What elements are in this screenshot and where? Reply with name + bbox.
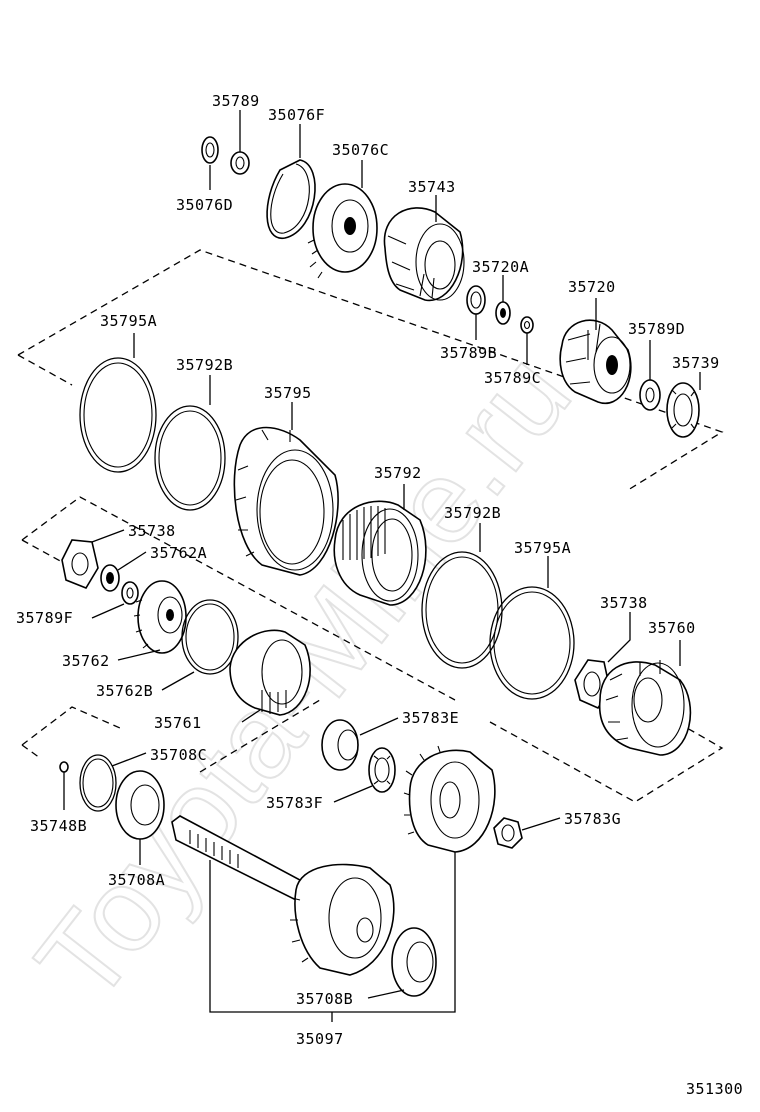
diagram-code: 351300: [686, 1080, 743, 1098]
bracket-35097: [209, 852, 456, 1022]
label-35761: 35761: [154, 714, 202, 732]
part-35076D-thrust-bearing: [201, 136, 219, 190]
part-35792-one-way-clutch: [333, 484, 427, 606]
part-35783E-bearing: [321, 717, 399, 771]
part-35760-clutch-drum: [598, 640, 692, 756]
label-35789: 35789: [212, 92, 260, 110]
part-35783F-bearing: [333, 747, 396, 803]
label-35795A-top: 35795A: [100, 312, 157, 330]
label-35720A: 35720A: [472, 258, 529, 276]
part-35708A-bearing: [115, 770, 165, 865]
label-35783F: 35783F: [266, 794, 323, 812]
label-35076C: 35076C: [332, 141, 389, 159]
part-35743-drum: [383, 195, 465, 302]
label-35795: 35795: [264, 384, 312, 402]
part-35789B-washer: [466, 285, 486, 340]
part-35097-counter-driven-gear: [403, 745, 496, 853]
label-35792B-top: 35792B: [176, 356, 233, 374]
part-35789F-washer: [91, 581, 139, 619]
part-35720-planetary-carrier: [559, 298, 632, 405]
label-35738-right: 35738: [600, 594, 648, 612]
label-35789D: 35789D: [628, 320, 685, 338]
part-35789D-washer: [639, 340, 661, 411]
part-35792B-ring-top: [154, 375, 226, 511]
label-35097: 35097: [296, 1030, 344, 1048]
part-35748B-clip: [59, 761, 69, 810]
part-35708C-snap-ring: [79, 752, 147, 812]
part-35762-sun-gear: [117, 580, 187, 661]
label-35789F: 35789F: [16, 609, 73, 627]
assembly-boundaries: [17, 249, 724, 803]
label-35739: 35739: [672, 354, 720, 372]
part-35762B-snap-ring: [161, 599, 239, 691]
part-35076F-snap-ring: [266, 124, 316, 239]
part-35789C-washer: [520, 316, 534, 365]
label-35783E: 35783E: [402, 709, 459, 727]
label-35795A-mid: 35795A: [514, 539, 571, 557]
part-35795-ring-gear: [233, 402, 339, 576]
label-35708B: 35708B: [296, 990, 353, 1008]
label-35720: 35720: [568, 278, 616, 296]
part-35739-thrust-bearing: [666, 372, 701, 438]
label-35762A: 35762A: [150, 544, 207, 562]
label-35792B-mid: 35792B: [444, 504, 501, 522]
part-35761-drum: [229, 629, 311, 723]
label-35762B: 35762B: [96, 682, 153, 700]
label-35076D: 35076D: [176, 196, 233, 214]
part-35097-shaft: [171, 815, 395, 976]
label-35708C: 35708C: [150, 746, 207, 764]
label-35762: 35762: [62, 652, 110, 670]
part-35708B-bearing: [367, 927, 437, 999]
part-35720A-bearing: [495, 275, 511, 325]
part-35738-thrust-bearing-left: [61, 529, 125, 589]
part-35795A-snap-ring-top: [79, 333, 157, 473]
part-35762A-bearing: [100, 551, 147, 592]
label-35783G: 35783G: [564, 810, 621, 828]
label-35076F: 35076F: [268, 106, 325, 124]
label-35743: 35743: [408, 178, 456, 196]
label-35792: 35792: [374, 464, 422, 482]
part-35783G-nut: [493, 817, 561, 849]
label-35748B: 35748B: [30, 817, 87, 835]
label-35789B: 35789B: [440, 344, 497, 362]
part-labels: 35789 35076F 35076C 35076D 35743 35720A …: [16, 92, 743, 1098]
part-35795A-snap-ring-mid: [489, 556, 575, 700]
part-35789-washer: [230, 110, 250, 175]
label-35708A: 35708A: [108, 871, 165, 889]
part-35076C-sun-gear: [307, 160, 378, 279]
label-35738-left: 35738: [128, 522, 176, 540]
label-35789C: 35789C: [484, 369, 541, 387]
label-35760: 35760: [648, 619, 696, 637]
